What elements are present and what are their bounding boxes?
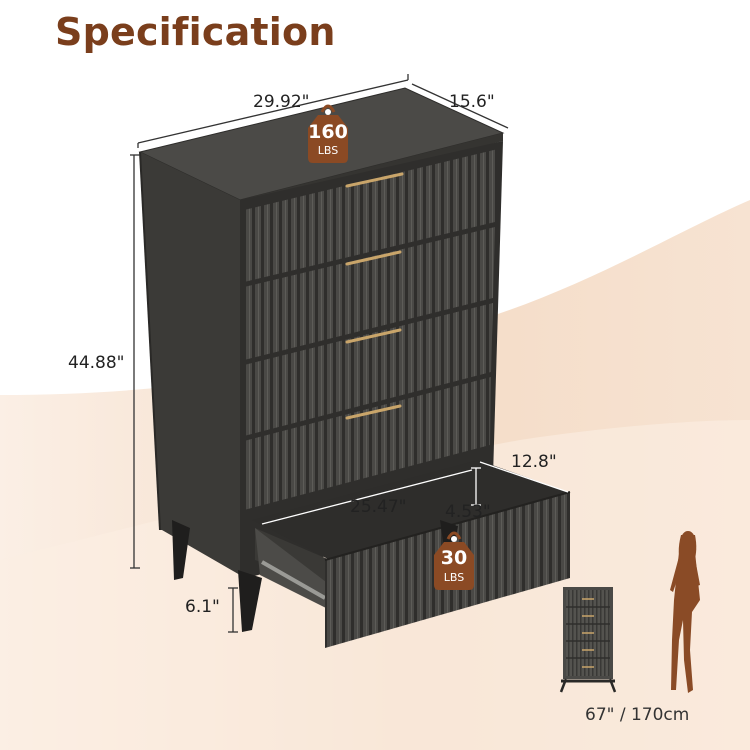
leg-height-dimension-label: 6.1" [185, 597, 220, 617]
top-load-value: 160 [308, 121, 348, 143]
reference-person-height: 67" / 170cm [585, 705, 690, 725]
drawer-dimension-lines [261, 461, 569, 525]
drawer-3 [244, 303, 493, 436]
drawer-1 [244, 149, 498, 282]
drawer-load-value: 30 [440, 547, 468, 569]
weight-tag-icon [308, 104, 348, 163]
top-load-unit: LBS [317, 144, 339, 157]
width-dimension-label: 29.92" [253, 92, 310, 112]
person-silhouette-icon [670, 531, 700, 693]
drawer-4 [244, 377, 491, 510]
height-dimension-label: 44.88" [68, 353, 125, 373]
page-title: Specification [55, 10, 336, 54]
drawer-weight-tag-icon [434, 531, 474, 590]
dimension-lines [130, 74, 509, 633]
drawer-2 [244, 227, 495, 360]
drawer-depth-dimension-label: 12.8" [511, 452, 557, 472]
drawer-width-dimension-label: 25.47" [350, 497, 407, 517]
drawer-height-dimension-label: 4.53" [445, 502, 491, 522]
dresser-thumbnail-icon [559, 587, 617, 693]
dresser-side [140, 152, 240, 575]
drawer-handles [345, 172, 404, 420]
drawer-load-unit: LBS [443, 571, 465, 584]
open-drawer-inside [252, 460, 568, 560]
depth-dimension-label: 15.6" [449, 92, 495, 112]
